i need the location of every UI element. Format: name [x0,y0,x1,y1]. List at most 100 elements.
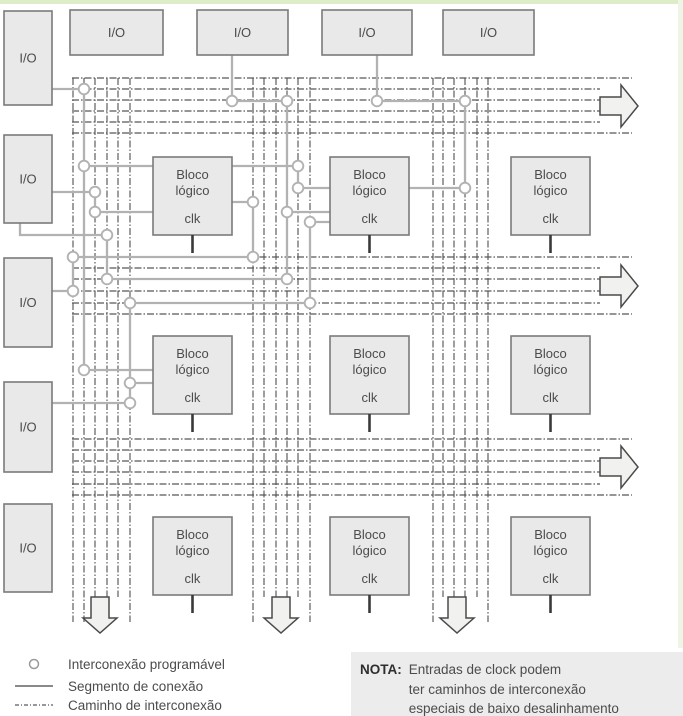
clk-label: clk [185,571,201,586]
io-block-left-4 [3,503,53,593]
programmable-interconnect-point [303,296,317,310]
io-block-label: I/O [234,25,251,40]
programmable-interconnect-point [66,284,80,298]
clk-label: clk [543,211,559,226]
logic-block-6 [152,516,233,596]
io-block-left-0 [3,10,53,106]
note-text: Entradas de clock podem ter caminhos de … [409,660,619,716]
logic-block-8 [510,516,591,596]
connection-segment [18,223,107,237]
logic-block-label: Bloco [176,346,209,361]
programmable-interconnect-point [291,159,305,173]
logic-block-label: lógico [534,362,568,377]
programmable-interconnect-point [88,205,102,219]
io-block-label: I/O [108,25,125,40]
legend-item-connection-segment: Segmento de conexão [8,677,203,695]
clk-label: clk [362,571,378,586]
programmable-interconnect-point [280,205,294,219]
logic-block-label: lógico [176,543,210,558]
bus-arrow-down-0 [81,596,119,635]
programmable-interconnect-point [246,195,260,209]
bus-arrow-down-2 [438,596,476,635]
programmable-interconnect-point [88,185,102,199]
logic-block-3 [152,335,233,415]
logic-block-label: Bloco [353,167,386,182]
note-title: NOTA: [360,662,402,677]
legend-label: Interconexão programável [68,656,225,672]
logic-block-label: lógico [534,183,568,198]
clk-label: clk [543,390,559,405]
io-block-label: I/O [19,420,36,435]
clk-label: clk [362,211,378,226]
logic-block-label: lógico [176,362,210,377]
programmable-interconnect-point [123,296,137,310]
logic-block-label: Bloco [176,167,209,182]
io-block-top-3 [442,9,535,56]
programmable-interconnect-icon [8,657,60,671]
legend-label: Segmento de conexão [68,678,204,694]
programmable-interconnect-point [77,159,91,173]
io-block-label: I/O [19,541,36,556]
note-line: especiais de baixo desalinhamento [408,701,619,716]
clk-label: clk [362,390,378,405]
logic-block-label: lógico [353,543,387,558]
bus-arrow-right-2 [599,443,639,491]
border-strip [678,0,683,648]
logic-block-label: Bloco [353,346,386,361]
logic-block-label: lógico [176,183,210,198]
logic-block-label: Bloco [534,527,567,542]
logic-block-5 [510,335,591,415]
programmable-interconnect-point [100,272,114,286]
programmable-interconnect-point [77,82,91,96]
io-block-label: I/O [480,25,497,40]
programmable-interconnect-point [370,94,384,108]
logic-block-4 [329,335,410,415]
io-block-label: I/O [358,25,375,40]
legend-item-programmable-interconnect: Interconexão programável [8,655,225,673]
logic-block-label: lógico [353,362,387,377]
note-line: ter caminhos de interconexão [408,681,586,697]
io-block-label: I/O [19,295,36,310]
bus-arrow-right-1 [599,262,639,310]
logic-block-label: Bloco [176,527,209,542]
programmable-interconnect-point [100,228,114,242]
logic-block-label: Bloco [353,527,386,542]
interconnect-path-icon [8,703,60,707]
logic-block-2 [510,156,591,236]
legend-item-interconnect-path: Caminho de interconexão [8,696,222,714]
bus-arrow-down-1 [262,596,300,635]
programmable-interconnect-point [291,181,305,195]
bus-arrow-right-0 [599,82,639,130]
programmable-interconnect-point [246,250,260,264]
programmable-interconnect-point [280,272,294,286]
clk-label: clk [185,390,201,405]
programmable-interconnect-point [123,376,137,390]
io-block-left-2 [3,257,53,348]
programmable-interconnect-point [66,250,80,264]
io-block-left-3 [3,381,53,473]
programmable-interconnect-point [123,396,137,410]
clk-label: clk [543,571,559,586]
io-block-label: I/O [19,51,36,66]
clk-label: clk [185,211,201,226]
programmable-interconnect-point [458,94,472,108]
io-block-top-1 [196,9,289,56]
border-strip [0,0,683,4]
legend-label: Caminho de interconexão [68,697,222,713]
programmable-interconnect-point [280,94,294,108]
note-line: Entradas de clock podem [408,662,562,677]
logic-block-label: Bloco [534,167,567,182]
programmable-interconnect-point [77,363,91,377]
logic-block-7 [329,516,410,596]
io-block-top-2 [321,9,413,56]
io-block-top-0 [69,9,164,56]
programmable-interconnect-point [303,215,317,229]
programmable-interconnect-point [225,94,239,108]
logic-block-label: lógico [353,183,387,198]
logic-block-label: lógico [534,543,568,558]
programmable-interconnect-point [458,181,472,195]
io-block-label: I/O [19,172,36,187]
logic-block-label: Bloco [534,346,567,361]
